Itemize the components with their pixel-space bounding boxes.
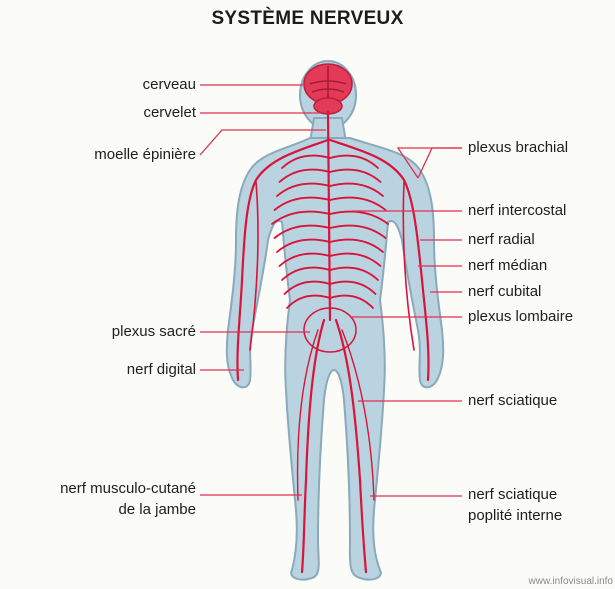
label-nerf-digital: nerf digital xyxy=(127,361,196,379)
label-plexus-brachial: plexus brachial xyxy=(468,139,568,157)
label-moelle-epiniere: moelle épinière xyxy=(94,146,196,164)
label-nerf-sciatique: nerf sciatique xyxy=(468,392,557,410)
label-plexus-sacre: plexus sacré xyxy=(112,323,196,341)
label-nerf-intercostal: nerf intercostal xyxy=(468,202,566,220)
label-nerf-median: nerf médian xyxy=(468,257,547,275)
label-de-la-jambe: de la jambe xyxy=(118,501,196,519)
label-plexus-lombaire: plexus lombaire xyxy=(468,308,573,326)
label-poplite-interne: poplité interne xyxy=(468,507,562,525)
source-credit: www.infovisual.info xyxy=(529,576,613,587)
label-nerf-cubital: nerf cubital xyxy=(468,283,541,301)
label-nerf-sciatique-poplite: nerf sciatique xyxy=(468,486,557,504)
label-cerveau: cerveau xyxy=(143,76,196,94)
label-nerf-musculo-cutane: nerf musculo-cutané xyxy=(60,480,196,498)
label-nerf-radial: nerf radial xyxy=(468,231,535,249)
label-cervelet: cervelet xyxy=(143,104,196,122)
